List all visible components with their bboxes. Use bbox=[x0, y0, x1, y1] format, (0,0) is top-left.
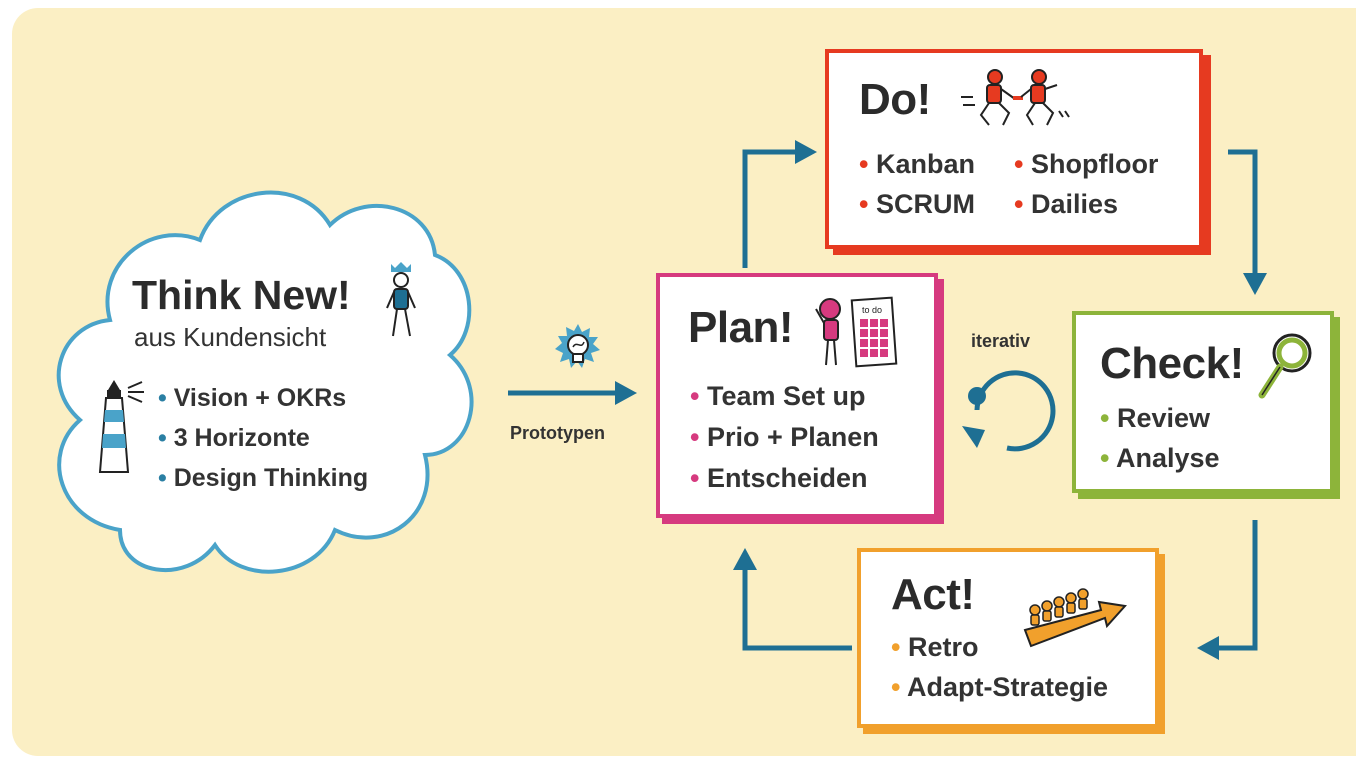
plan-bullet-1: • Team Set up bbox=[690, 381, 866, 411]
plan-bullet-2: • Prio + Planen bbox=[690, 422, 879, 452]
plan-box: Plan! to do • Team Set up • Prio + Plane… bbox=[656, 273, 938, 518]
magnifier-icon bbox=[1258, 333, 1312, 399]
relay-runners-icon bbox=[961, 69, 1070, 126]
cloud-bullet-2: • 3 Horizonte bbox=[158, 424, 310, 452]
do-bullet-3: • Shopfloor bbox=[1014, 149, 1159, 179]
cloud-subtitle: aus Kundensicht bbox=[134, 322, 327, 352]
arrow-plan-do-head bbox=[795, 140, 817, 164]
cycle-arrow bbox=[974, 370, 1056, 452]
check-bullet-1: • Review bbox=[1100, 403, 1211, 433]
plan-title: Plan! bbox=[688, 303, 794, 352]
arrow-do-check-head bbox=[1243, 273, 1267, 295]
todo-calendar-icon: to do bbox=[815, 296, 898, 368]
arrow-act-plan bbox=[742, 568, 852, 651]
do-bullet-1: • Kanban bbox=[859, 149, 975, 179]
cloud-bullet-3: • Design Thinking bbox=[158, 464, 369, 492]
check-box: Check! • Review • Analyse bbox=[1072, 311, 1334, 493]
act-box: Act! • Retro • Adapt-Strategie bbox=[857, 548, 1159, 728]
calendar-label: to do bbox=[862, 305, 882, 315]
do-box: Do! • Kanban • SCRUM • Shopfloor • Daili… bbox=[825, 49, 1203, 249]
team-arrow-icon bbox=[1023, 588, 1127, 648]
cloud-bullet-1: • Vision + OKRs bbox=[158, 384, 347, 412]
act-bullet-2: • Adapt-Strategie bbox=[891, 672, 1108, 702]
do-bullet-4: • Dailies bbox=[1014, 189, 1119, 219]
arrow-do-check bbox=[1228, 149, 1258, 275]
check-title: Check! bbox=[1100, 339, 1244, 388]
cloud-shape bbox=[56, 190, 474, 574]
lighthouse-icon bbox=[98, 380, 144, 473]
prototype-label: Prototypen bbox=[510, 423, 606, 443]
arrow-prototype-head bbox=[615, 381, 637, 405]
arrow-check-act-head bbox=[1197, 636, 1219, 660]
figure-with-crown-icon bbox=[386, 262, 416, 337]
plan-bullet-3: • Entscheiden bbox=[690, 463, 868, 493]
check-bullet-2: • Analyse bbox=[1100, 443, 1220, 473]
act-title: Act! bbox=[891, 570, 975, 619]
lightbulb-icon bbox=[555, 324, 600, 368]
arrow-plan-do bbox=[742, 149, 797, 268]
cloud-title: Think New! bbox=[132, 272, 351, 318]
arrow-check-act bbox=[1217, 520, 1258, 651]
do-bullet-2: • SCRUM bbox=[859, 189, 975, 219]
arrow-act-plan-head bbox=[733, 548, 757, 570]
do-title: Do! bbox=[859, 75, 931, 124]
act-bullet-1: • Retro bbox=[891, 632, 979, 662]
iterative-label: iterativ bbox=[971, 331, 1031, 351]
